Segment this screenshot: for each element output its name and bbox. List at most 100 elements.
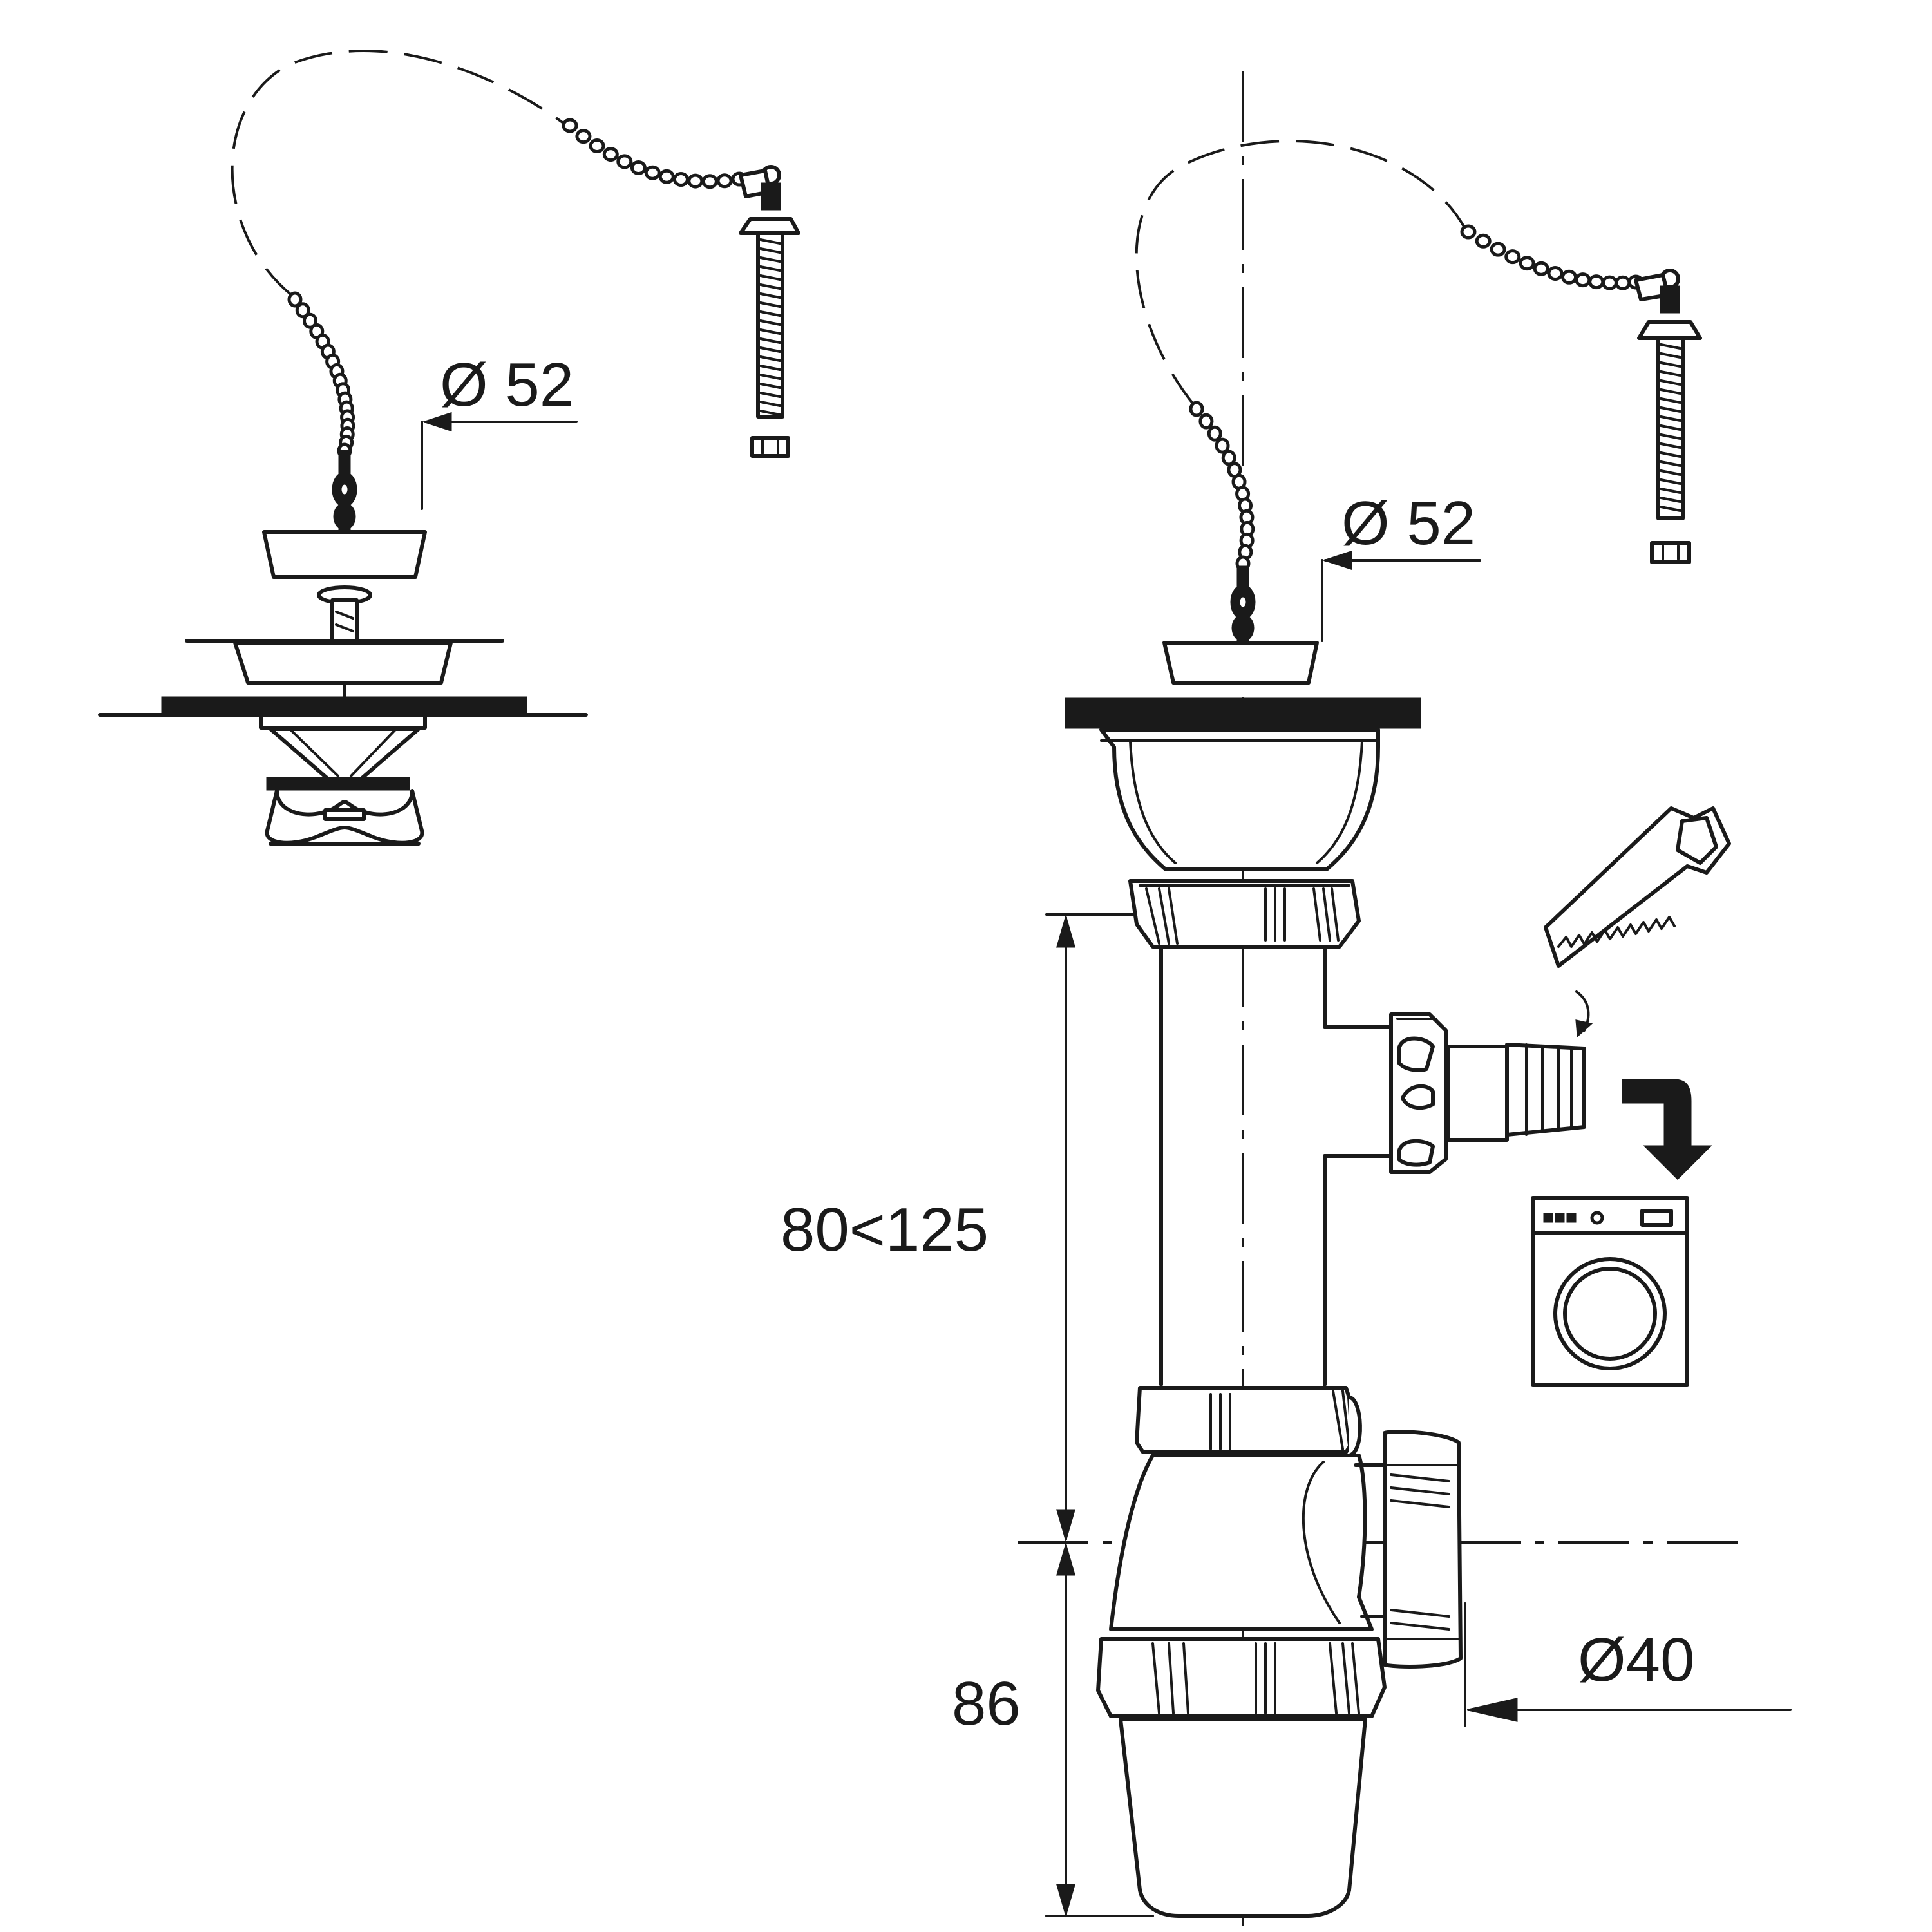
thread-line [1660,460,1681,467]
chain-bead [602,147,619,162]
right-diameter-leader [1321,550,1481,642]
thread-line [759,292,781,299]
chain-bead [1588,274,1605,290]
trap-height-label: 86 [952,1669,1021,1738]
left-overflow-rod [739,165,800,458]
side-branch-coupling [1389,1012,1448,1174]
thread-line [759,265,781,272]
trap-bottom-cup [1119,1718,1367,1918]
chain-bead [716,173,733,189]
thread-line [759,355,781,362]
chain-bead [1615,275,1631,290]
height-range-label: 80<125 [781,1195,989,1264]
chain-bead [1207,425,1222,442]
thread-line [1660,397,1681,404]
thread-line [759,337,781,344]
chain-bead [1198,413,1214,430]
left-chain-clip [332,450,357,539]
thread-line [759,247,781,254]
right-bead-chain [1189,401,1255,572]
chain-bead [1460,224,1477,240]
chain-bead [1189,401,1204,417]
thread-line [759,383,781,389]
thread-line [759,410,781,416]
chain-bead [562,118,578,133]
chain-bead [589,138,605,153]
thread-line [759,328,781,335]
chain-bead [1475,233,1492,249]
bottom-coupling-band [1096,1637,1387,1718]
chain-bead [672,172,689,187]
trap-body [1109,1454,1374,1631]
left-bead-chain-upper [562,118,748,189]
thread-line [1660,361,1681,368]
chain-bead [1601,275,1618,290]
thread-line [759,310,781,317]
thread-line [759,256,781,263]
thread-line [759,319,781,326]
thread-line [1660,433,1681,440]
left-rubber-stopper [262,530,427,579]
thread-line [759,392,781,398]
thread-line [1660,424,1681,431]
right-bead-chain-upper [1460,224,1644,290]
trap-outlet-connector [1354,1430,1463,1669]
chain-bead [1519,256,1535,271]
hose-spigot [1446,1043,1586,1142]
thread-line [1660,442,1681,449]
thread-line [1660,370,1681,377]
left-lower-flange [259,713,427,781]
chain-bead [644,165,661,180]
thread-line [759,274,781,281]
left-diameter-label: Ø 52 [440,350,574,419]
right-chain-dashed-path [1135,140,1466,407]
thread-line [1660,406,1681,413]
upper-coupling-nut [1128,879,1361,949]
left-strainer-assembly: Ø 52 [98,50,800,846]
left-chain-dashed-path [231,50,568,298]
right-strainer-bowl [1099,728,1380,871]
thread-line [1660,478,1681,485]
chain-bead [295,302,310,319]
thread-line [1660,379,1681,386]
outlet-diameter-label: Ø40 [1578,1625,1694,1694]
left-sink-plate [98,696,588,717]
lower-coupling-nut [1135,1386,1362,1457]
chain-bead [1547,266,1564,281]
chain-bead [658,169,675,184]
thread-line [1660,451,1681,458]
vertical-pipe [1159,945,1393,1387]
left-basket [185,639,504,697]
chain-bead [630,160,647,175]
thread-line [759,301,781,308]
chain-bead [1221,450,1236,466]
chain-bead [1561,269,1578,285]
left-diameter-leader [421,412,578,510]
saw-icon [1544,806,1731,968]
chain-bead [287,291,303,308]
height-dimension-line [1045,913,1135,1543]
thread-line [1660,352,1681,359]
down-arrow-icon [1622,1079,1712,1180]
thread-line [1660,506,1681,512]
left-center-screw [317,585,372,647]
chain-bead [1504,249,1521,265]
thread-line [759,401,781,407]
right-chain-clip [1230,565,1256,647]
right-trap-assembly: Ø 52 [781,71,1792,1926]
chain-bead [1533,261,1549,276]
chain-bead [687,173,704,189]
thread-line [759,283,781,290]
left-lock-plate [266,777,410,791]
chain-bead [1490,242,1506,257]
washing-machine-icon [1531,1196,1689,1387]
thread-line [759,238,781,245]
thread-line [759,365,781,371]
thread-line [759,374,781,380]
chain-bead [1575,272,1591,288]
chain-bead [701,174,718,189]
trap-height-dimension-line [1045,1542,1154,1918]
thread-line [1660,388,1681,395]
left-bead-chain [287,291,355,459]
